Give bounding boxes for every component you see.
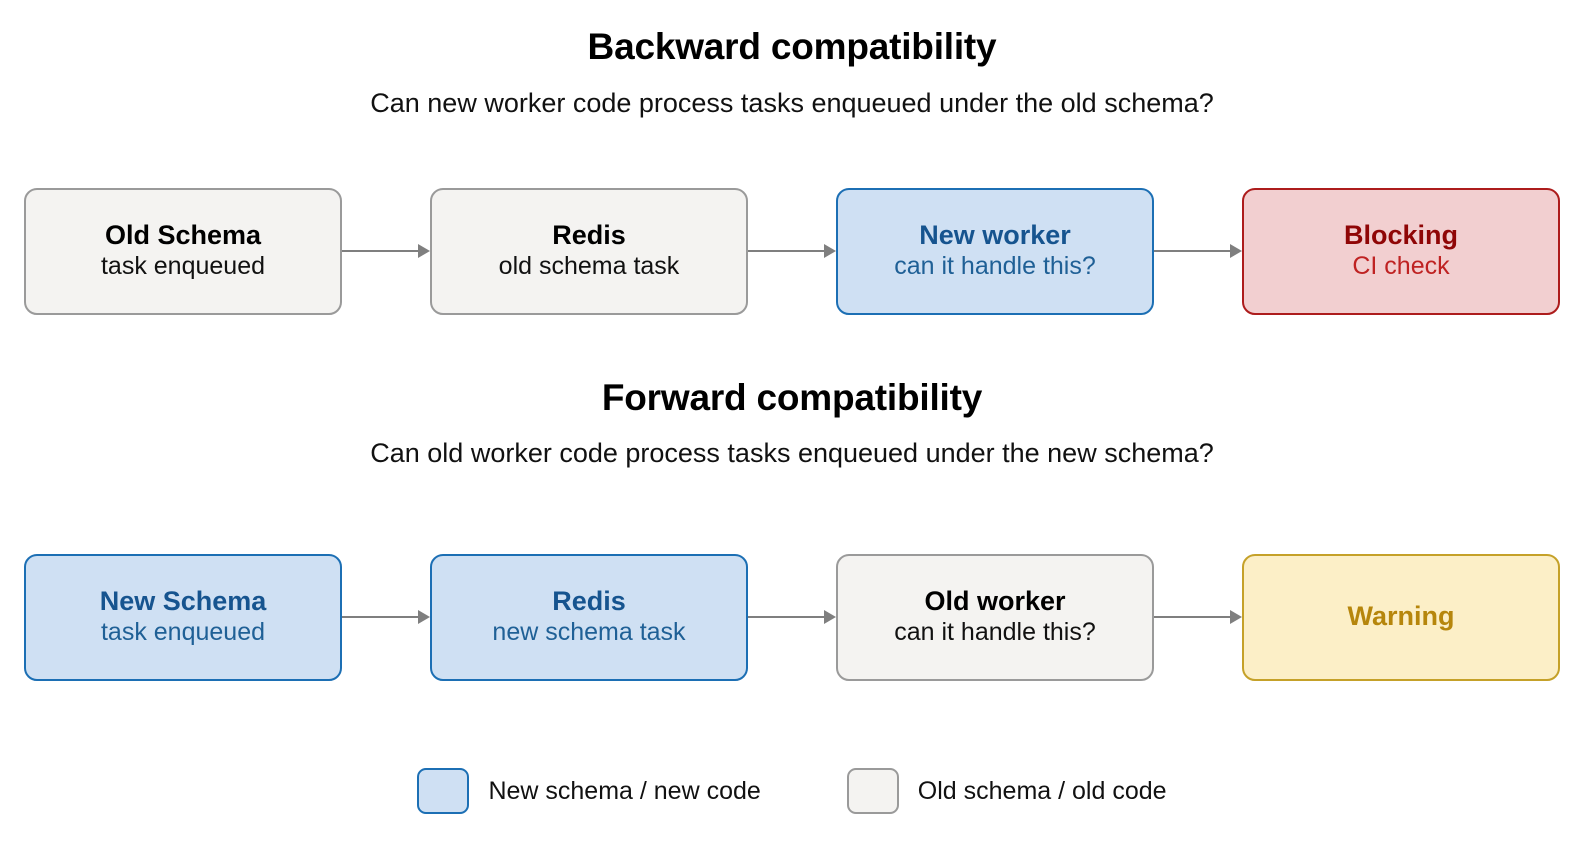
arrow-redis-to-new-worker [748, 244, 836, 258]
node-blocking-ci-check[interactable]: Blocking CI check [1242, 187, 1560, 315]
section-subtitle-wrap-forward: Can old worker code process tasks enqueu… [0, 438, 1584, 468]
node-blocking-subtitle: CI check [1352, 252, 1450, 281]
section-forward-compatibility: Forward compatibility [0, 377, 1584, 418]
node-warning[interactable]: Warning [1242, 553, 1560, 681]
legend-item-new-schema-new-code: New schema / new code [417, 768, 761, 814]
arrow-old-schema-to-redis [342, 244, 430, 258]
node-redis-new[interactable]: Redis new schema task [430, 553, 748, 681]
node-new-schema-title: New Schema [99, 586, 267, 617]
legend-label-new-schema-new-code: New schema / new code [488, 776, 761, 805]
section-subtitle-wrap-backward: Can new worker code process tasks enqueu… [0, 88, 1584, 118]
legend-label-old-schema-old-code: Old schema / old code [917, 776, 1167, 805]
arrow-shaft [1154, 616, 1231, 618]
node-old-worker[interactable]: Old worker can it handle this? [836, 553, 1154, 681]
arrow-head-icon [1230, 244, 1242, 258]
section-backward-compatibility: Backward compatibility [0, 26, 1584, 67]
node-new-worker-title: New worker [919, 220, 1071, 251]
arrow-shaft [1154, 250, 1231, 252]
node-redis-old[interactable]: Redis old schema task [430, 187, 748, 315]
arrow-new-schema-to-redis [342, 610, 430, 624]
arrow-head-icon [418, 244, 430, 258]
arrow-head-icon [824, 244, 836, 258]
node-redis-old-title: Redis [552, 220, 626, 251]
legend-swatch-blue [417, 768, 470, 814]
node-new-schema-subtitle: task enqueued [100, 618, 266, 647]
node-old-worker-title: Old worker [924, 586, 1066, 617]
arrow-new-worker-to-blocking [1154, 244, 1242, 258]
section-subtitle-backward: Can new worker code process tasks enqueu… [370, 88, 1214, 118]
arrow-head-icon [1230, 610, 1242, 624]
arrow-shaft [342, 616, 419, 618]
flow-row-forward: New Schema task enqueued Redis new schem… [0, 552, 1584, 682]
legend-item-old-schema-old-code: Old schema / old code [846, 768, 1167, 814]
node-redis-new-subtitle: new schema task [492, 618, 686, 647]
section-subtitle-forward: Can old worker code process tasks enqueu… [370, 438, 1214, 468]
arrow-redis-to-old-worker [748, 610, 836, 624]
node-redis-new-title: Redis [552, 586, 626, 617]
node-redis-old-subtitle: old schema task [498, 252, 680, 281]
section-title-forward: Forward compatibility [601, 377, 983, 418]
legend: New schema / new code Old schema / old c… [0, 768, 1584, 814]
node-new-worker[interactable]: New worker can it handle this? [836, 187, 1154, 315]
section-title-backward: Backward compatibility [587, 26, 997, 67]
arrow-shaft [342, 250, 419, 252]
node-new-schema[interactable]: New Schema task enqueued [24, 553, 342, 681]
node-old-schema-title: Old Schema [104, 220, 262, 251]
node-new-worker-subtitle: can it handle this? [894, 252, 1096, 281]
arrow-head-icon [418, 610, 430, 624]
node-blocking-title: Blocking [1343, 220, 1458, 251]
node-old-worker-subtitle: can it handle this? [894, 618, 1096, 647]
arrow-old-worker-to-warning [1154, 610, 1242, 624]
node-old-schema-subtitle: task enqueued [100, 252, 266, 281]
legend-swatch-gray [846, 768, 899, 814]
arrow-shaft [748, 616, 825, 618]
flow-row-backward: Old Schema task enqueued Redis old schem… [0, 186, 1584, 316]
arrow-shaft [748, 250, 825, 252]
node-warning-title: Warning [1347, 601, 1455, 632]
arrow-head-icon [824, 610, 836, 624]
node-old-schema[interactable]: Old Schema task enqueued [24, 187, 342, 315]
